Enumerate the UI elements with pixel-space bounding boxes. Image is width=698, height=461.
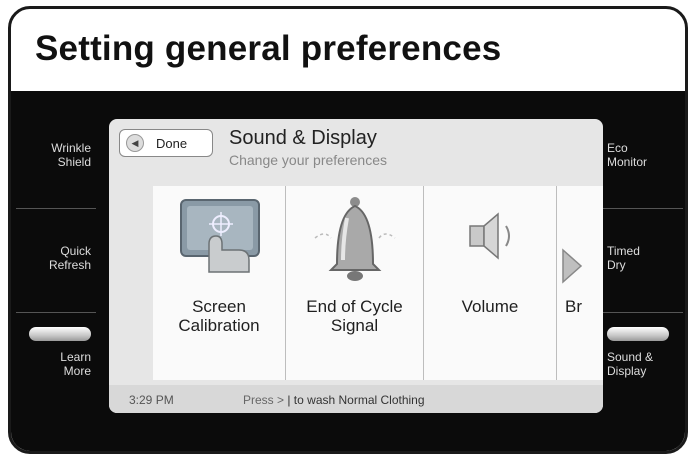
option-label-line: End of Cycle (306, 297, 403, 316)
option-label: Screen Calibration (153, 297, 285, 335)
nav-item-label: Eco (607, 141, 628, 155)
options-carousel: Screen Calibration End (153, 186, 603, 380)
option-label-line: Screen (192, 297, 246, 316)
option-label-line: Volume (461, 297, 519, 316)
nav-divider (603, 208, 683, 209)
nav-indicator-pill (607, 327, 669, 341)
option-end-of-cycle-signal[interactable]: End of Cycle Signal (286, 186, 424, 380)
option-label: End of Cycle Signal (286, 297, 423, 335)
page-title: Setting general preferences (35, 29, 502, 68)
status-time: 3:29 PM (129, 393, 174, 407)
done-label: Done (156, 135, 188, 151)
nav-item-timed-dry[interactable]: Timed Dry (607, 244, 685, 272)
option-label-line: Signal (330, 316, 379, 335)
nav-item-label: Wrinkle (51, 141, 91, 155)
done-button[interactable]: ◀ Done (119, 129, 213, 157)
touch-screen-icon (153, 194, 285, 274)
option-label-line: Calibration (178, 316, 260, 335)
speaker-icon (424, 194, 556, 274)
bell-icon (286, 194, 423, 284)
status-message-suffix: | to wash Normal Clothing (287, 393, 425, 407)
nav-item-quick-refresh[interactable]: Quick Refresh (11, 244, 91, 272)
nav-item-label: Learn (60, 350, 91, 364)
instruction-card: Setting general preferences Wrinkle Shie… (8, 6, 688, 454)
nav-divider (16, 208, 96, 209)
nav-item-label: More (63, 364, 91, 378)
next-arrow-icon (557, 246, 603, 286)
nav-divider (16, 312, 96, 313)
option-volume[interactable]: Volume (424, 186, 557, 380)
option-label: Br (557, 297, 603, 316)
dialog-title: Sound & Display (229, 127, 377, 149)
status-message: Press > | to wash Normal Clothing (243, 393, 425, 407)
option-label-line: Br (565, 297, 582, 316)
sound-display-dialog: ◀ Done Sound & Display Change your prefe… (109, 119, 603, 413)
nav-item-label: Monitor (607, 155, 648, 169)
nav-item-label: Sound & (607, 350, 654, 364)
option-label: Volume (424, 297, 556, 316)
dialog-subtitle: Change your preferences (229, 152, 387, 168)
status-message-prefix: Press > (243, 393, 285, 407)
nav-item-label: Display (607, 364, 647, 378)
nav-item-label: Dry (607, 258, 626, 272)
nav-item-sound-display[interactable]: Sound & Display (607, 350, 685, 378)
left-nav: Wrinkle Shield Quick Refresh Learn More (11, 91, 101, 451)
nav-item-label: Timed (607, 244, 640, 258)
right-nav: Eco Monitor Timed Dry Sound & Display (595, 91, 685, 451)
nav-item-label: Refresh (48, 258, 91, 272)
nav-divider (603, 312, 683, 313)
nav-item-eco-monitor[interactable]: Eco Monitor (607, 141, 685, 169)
status-bar: 3:29 PM Press > | to wash Normal Clothin… (109, 385, 603, 413)
nav-item-label: Shield (57, 155, 91, 169)
nav-item-wrinkle-shield[interactable]: Wrinkle Shield (11, 141, 91, 169)
option-screen-calibration[interactable]: Screen Calibration (153, 186, 286, 380)
nav-item-learn-more[interactable]: Learn More (11, 350, 91, 378)
option-partial[interactable]: Br (557, 186, 603, 380)
nav-item-label: Quick (60, 244, 91, 258)
back-arrow-icon: ◀ (126, 134, 144, 152)
nav-indicator-pill (29, 327, 91, 341)
